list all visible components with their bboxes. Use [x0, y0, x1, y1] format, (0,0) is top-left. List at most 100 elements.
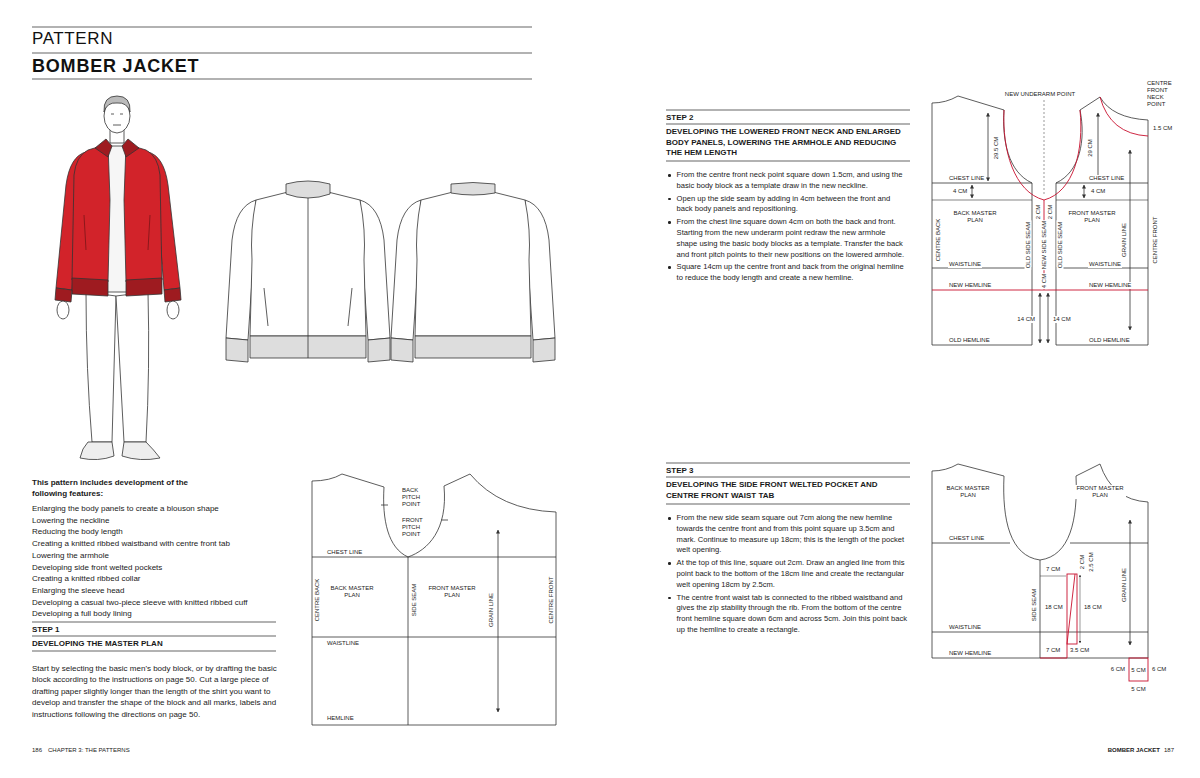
pattern-label: OLD SIDE SEAM: [1057, 221, 1064, 270]
label-holder: PATTERN: [32, 29, 113, 49]
step2-pattern: [932, 96, 1148, 345]
front-flat: [226, 181, 390, 362]
pattern-label: SIDE SEAM: [1031, 588, 1038, 623]
pattern-label: FRONT MASTER PLAN: [1066, 210, 1118, 224]
heading-rules: [666, 124, 910, 125]
step-heading: DEVELOPING THE SIDE FRONT WELTED POCKET …: [666, 480, 911, 501]
heading-rules: [32, 27, 532, 28]
model-figure: [120, 114, 123, 115]
step3-pattern: [1070, 543, 1148, 544]
label-holder: 29.5 CM: [993, 136, 1000, 161]
heading-rules: [32, 622, 276, 623]
label-holder: WAISTLINE: [1088, 261, 1122, 268]
heading-rules: [666, 463, 910, 464]
label-holder: NEW HEMLINE: [1088, 282, 1132, 289]
bullet-text: At the top of this line, square out 2cm.…: [677, 558, 908, 590]
label-holder: 2 CM: [1047, 204, 1054, 220]
step3-pattern: [1040, 560, 1041, 658]
step3-new-lines: [1067, 574, 1077, 644]
step3-pattern: [932, 543, 1010, 544]
front-flat: [286, 181, 330, 198]
pattern-label: BACK PITCH POINT: [401, 487, 429, 508]
label-holder: OLD HEMLINE: [948, 337, 991, 344]
folio: 186: [32, 746, 42, 754]
label-holder: FRONT MASTER PLAN: [1074, 485, 1126, 499]
step2-pattern: [972, 185, 973, 198]
label-holder: FRONT MASTER PLAN: [1066, 210, 1118, 224]
bullet-dot: [668, 562, 671, 565]
bullet-text: Square 14cm up the centre front and back…: [677, 262, 908, 284]
model-figure: [80, 442, 114, 460]
label-holder: NEW SIDE SEAM: [1041, 220, 1048, 270]
pattern-label: CENTRE FRONT: [1152, 216, 1159, 265]
pattern-label: BACK MASTER PLAN: [950, 210, 1000, 224]
pattern-label: OLD HEMLINE: [1088, 337, 1131, 344]
step2-pattern: [1084, 185, 1085, 198]
step-number: STEP 1: [32, 625, 59, 635]
step3-new-lines: [1040, 658, 1067, 659]
label-holder: 14 CM: [1016, 316, 1036, 323]
model-figure: [124, 144, 162, 282]
model-figure: [57, 301, 69, 319]
front-flat: [368, 338, 390, 362]
model-figure: [167, 301, 179, 319]
text-row: This pattern includes development of the…: [32, 477, 304, 499]
pattern-label: NEW UNDERARM POINT: [1004, 91, 1076, 98]
title-holder: BOMBER JACKET: [32, 56, 199, 77]
pattern-label: OLD SIDE SEAM: [1025, 221, 1032, 270]
pattern-label: CENTRE BACK: [314, 578, 321, 623]
step1-pattern: [498, 530, 499, 712]
bullet-dot: [668, 597, 671, 600]
model-figure: [116, 292, 149, 442]
label-holder: Start by selecting the basic men's body …: [32, 663, 280, 720]
back-flat: [415, 336, 531, 358]
pattern-label: CHEST LINE: [948, 175, 985, 182]
label-holder: CHEST LINE: [326, 549, 363, 556]
label-holder: DEVELOPING THE LOWERED FRONT NECK AND EN…: [666, 127, 911, 159]
label-holder: 2 CM: [1035, 204, 1042, 220]
step3-new-lines: [1129, 658, 1148, 681]
label-holder: 3.5 CM: [1069, 647, 1090, 654]
model-figure: [122, 139, 139, 157]
pattern-label: CHEST LINE: [948, 535, 985, 542]
label-holder: BACK MASTER PLAN: [326, 585, 378, 599]
feature-item: Developing side front welted pockets: [32, 562, 304, 574]
label-holder: NEW UNDERARM POINT: [1004, 91, 1076, 98]
text-row: Open up the side seam by adding in 4cm b…: [668, 194, 908, 216]
front-flat: [348, 288, 352, 326]
label-holder: 7 CM: [1045, 566, 1061, 573]
text-column: From the new side seam square out 7cm al…: [668, 513, 908, 638]
pattern-label: CHEST LINE: [326, 549, 363, 556]
label-holder: FRONT MASTER PLAN: [426, 585, 478, 599]
pattern-label: WAISTLINE: [948, 261, 982, 268]
label-holder: WAISTLINE: [948, 624, 982, 631]
pattern-label: 7 CM: [1045, 647, 1061, 654]
step3-pattern: [932, 464, 1040, 560]
model-figure: [122, 442, 160, 460]
step2-new-lines: [1044, 110, 1081, 200]
feature-item: Enlarging the sleeve head: [32, 585, 304, 597]
step3-pattern: [932, 471, 1148, 658]
step1-pattern: [381, 505, 388, 506]
model-figure: [72, 144, 110, 282]
feature-item: Creating a knitted ribbed collar: [32, 573, 304, 585]
label-holder: HEMLINE: [326, 715, 355, 722]
text-column: This pattern includes development of the…: [32, 477, 304, 620]
heading-rules: [666, 477, 910, 478]
feature-item: Lowering the armhole: [32, 550, 304, 562]
back-flat: [391, 338, 413, 362]
label-holder: CHEST LINE: [948, 535, 985, 542]
label-holder: CENTRE FRONT: [548, 576, 555, 625]
pattern-label: 3.5 CM: [1069, 647, 1090, 654]
pattern-label: 2.5 CM: [1088, 551, 1095, 572]
label-holder: FRONT PITCH POINT: [401, 517, 428, 538]
pattern-label: 29 CM: [1087, 138, 1094, 158]
front-flat: [264, 288, 268, 326]
step-heading: DEVELOPING THE LOWERED FRONT NECK AND EN…: [666, 127, 911, 159]
label-holder: 2.5 CM: [1088, 551, 1095, 572]
model-figure: [104, 96, 130, 112]
pattern-label: 14 CM: [1016, 316, 1036, 323]
model-figure: [84, 215, 86, 250]
feature-item: Developing a full body lining: [32, 608, 304, 620]
pattern-label: 14 CM: [1052, 316, 1072, 323]
